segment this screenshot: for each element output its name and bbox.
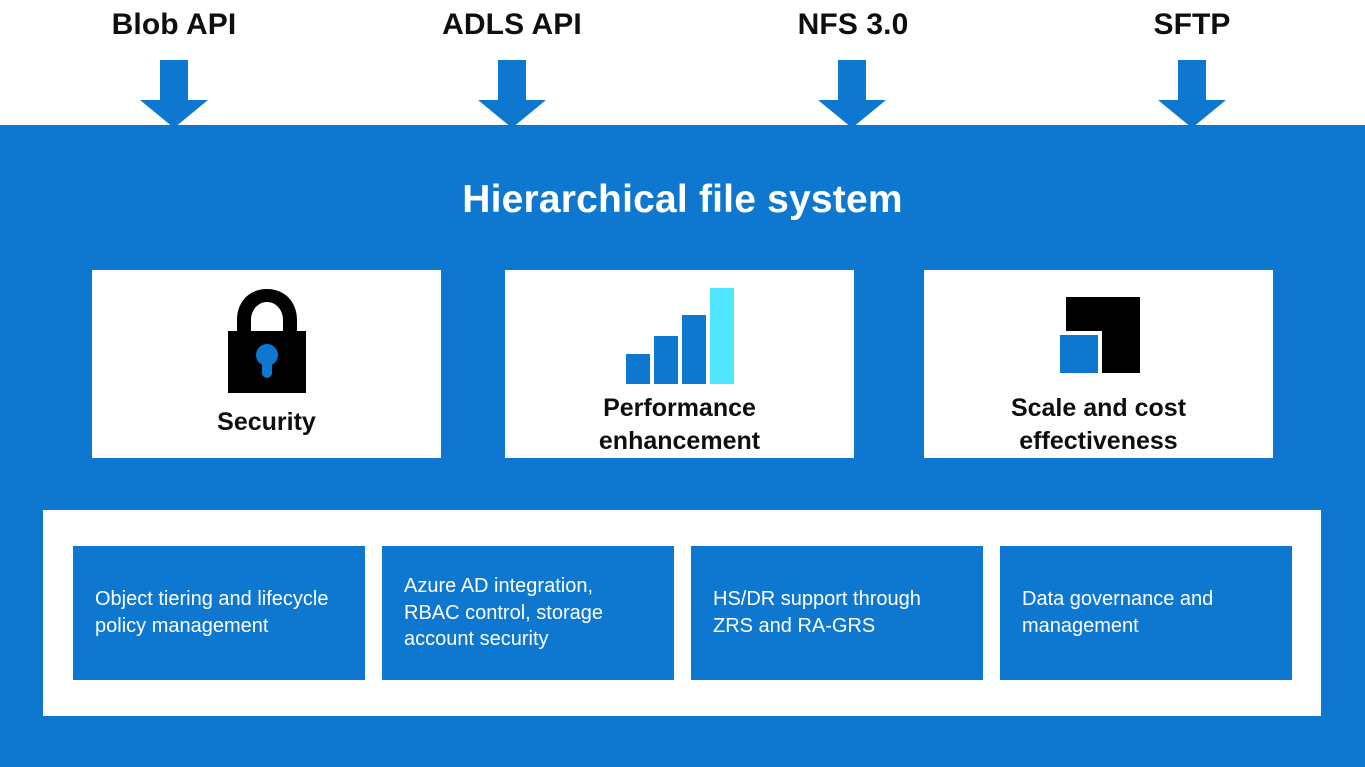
feature-card-security: Security [92,270,441,458]
down-arrow-icon-sftp [1158,60,1226,128]
scale-blocks-icon [1058,278,1140,392]
api-label-sftp: SFTP [1153,8,1231,41]
capabilities-panel: Object tiering and lifecycle policy mana… [43,510,1321,716]
down-arrow-icon-nfs [818,60,886,128]
down-arrow-icon-adls [478,60,546,128]
page-title: Hierarchical file system [462,178,903,221]
capability-text: Azure AD integration, RBAC control, stor… [404,575,603,651]
capability-box-hs-dr: HS/DR support through ZRS and RA-GRS [691,546,983,680]
capability-text: HS/DR support through ZRS and RA-GRS [713,588,921,637]
bar-chart-icon [624,276,736,392]
capability-box-azure-ad: Azure AD integration, RBAC control, stor… [382,546,674,680]
capability-box-object-tiering: Object tiering and lifecycle policy mana… [73,546,365,680]
capability-text: Data governance and management [1022,588,1214,637]
api-label-adls: ADLS API [442,8,582,41]
feature-card-label-scale: Scale and cost effectiveness [1010,393,1187,455]
feature-card-scale: Scale and cost effectiveness [924,270,1273,458]
api-label-blob: Blob API [111,8,237,41]
feature-card-label-performance: Performance enhancement [598,393,761,455]
down-arrow-icon-blob [140,60,208,128]
capability-text: Object tiering and lifecycle policy mana… [95,588,329,637]
padlock-icon [220,282,314,400]
api-label-nfs: NFS 3.0 [797,8,909,41]
feature-card-label-security: Security [217,408,316,436]
capability-box-data-governance: Data governance and management [1000,546,1292,680]
feature-card-performance: Performance enhancement [505,270,854,458]
